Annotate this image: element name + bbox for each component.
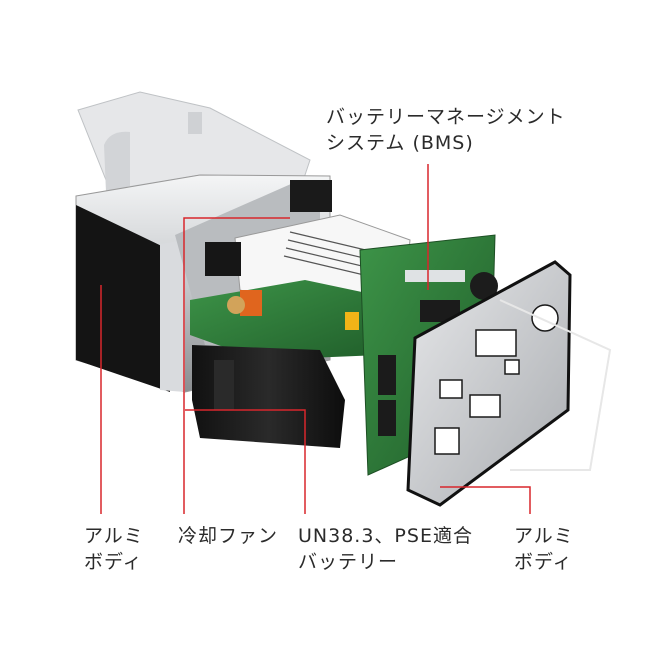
label-battery: UN38.3、PSE適合 バッテリー (298, 523, 473, 575)
leader-lines (100, 164, 531, 514)
leader-aluminum-right (440, 486, 531, 514)
leader-fan (183, 217, 290, 514)
label-aluminum-right: アルミ ボディ (514, 523, 574, 575)
fan-block-shape (205, 242, 241, 276)
label-bms-line1: バッテリーマネージメント (326, 106, 566, 128)
label-battery-line1: UN38.3、PSE適合 (298, 525, 473, 547)
label-aluminum-right-line1: アルミ (514, 525, 574, 547)
label-bms: バッテリーマネージメント システム (BMS) (326, 104, 566, 156)
label-cooling-fan-line1: 冷却ファン (178, 525, 279, 547)
label-bms-line2: システム (BMS) (326, 132, 474, 154)
label-aluminum-left: アルミ ボディ (84, 523, 144, 575)
label-aluminum-right-line2: ボディ (514, 551, 573, 573)
label-cooling-fan: 冷却ファン (178, 523, 278, 549)
label-battery-line2: バッテリー (298, 551, 399, 573)
label-aluminum-left-line2: ボディ (84, 551, 143, 573)
leader-battery (185, 409, 306, 514)
label-aluminum-left-line1: アルミ (84, 525, 144, 547)
